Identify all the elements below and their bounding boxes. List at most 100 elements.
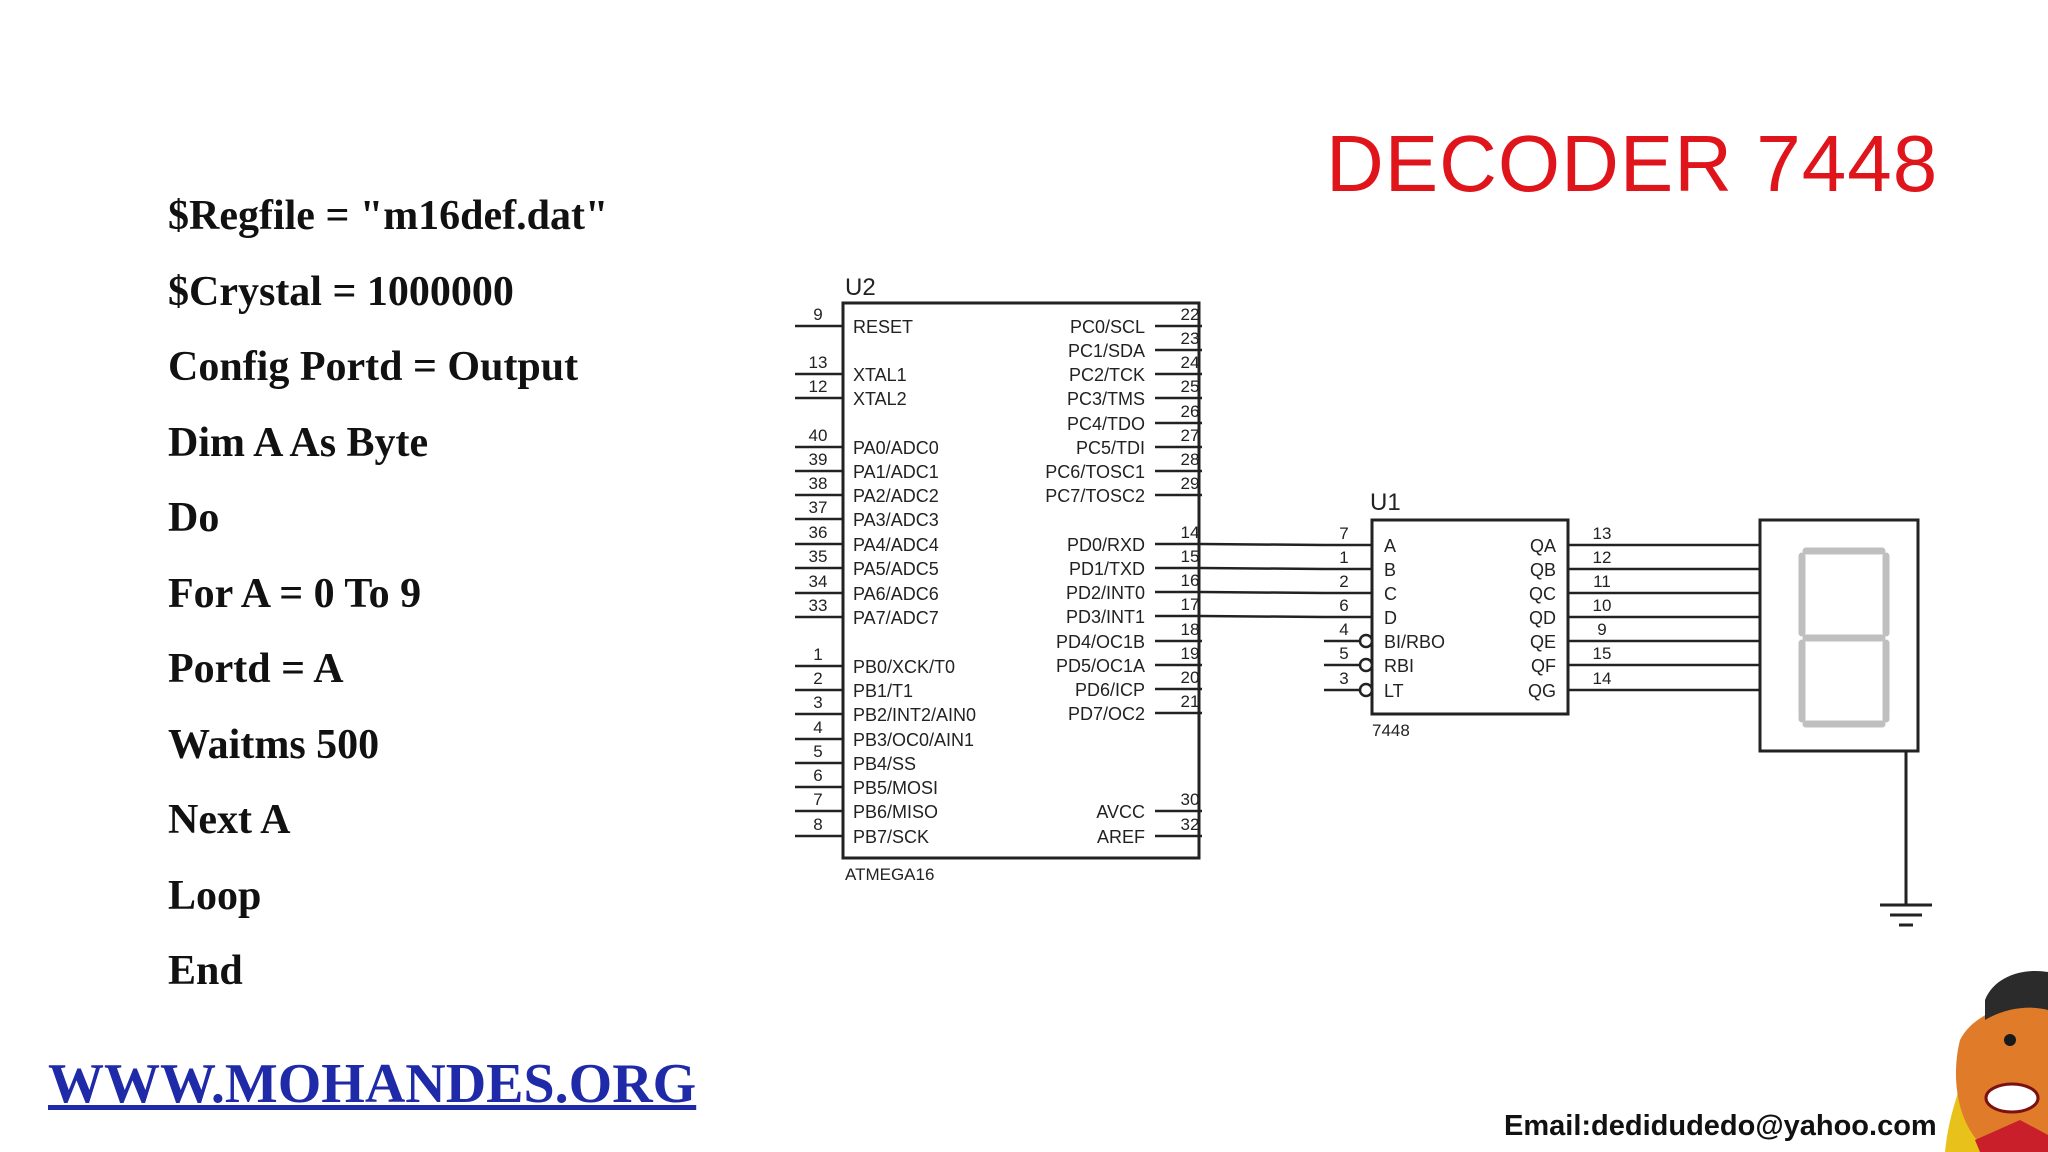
seven-segment-display [1758,518,1920,753]
decoder-pin-number: 2 [1339,572,1348,591]
decoder-part-label: 7448 [1372,721,1410,740]
code-line: Loop [168,872,262,919]
avatar-cartoon [1945,970,2048,1152]
avatar-face [1955,1000,2048,1152]
mcu-pin-label: PB1/T1 [853,681,913,701]
inversion-bubble [1358,682,1374,698]
mcu-pin-number: 39 [809,450,828,469]
decoder-pin-label: LT [1384,681,1404,701]
slide-title: DECODER 7448 [1326,119,1939,208]
code-line: Config Portd = Output [168,344,579,390]
mcu-pin-label: PA3/ADC3 [853,510,939,530]
mcu-pin-number: 32 [1181,815,1200,834]
mcu-pin-number: 16 [1181,571,1200,590]
decoder-pin-number: 6 [1339,596,1348,615]
mcu-pin-label: PD1/TXD [1069,559,1145,579]
mcu-pin-number: 30 [1181,790,1200,809]
mcu-pin-number: 19 [1181,644,1200,663]
decoder-pin-label: RBI [1384,656,1414,676]
code-line: $Crystal = 1000000 [168,268,514,315]
mcu-pin-label: PC2/TCK [1069,365,1145,385]
decoder-7448-chip: U174487A1B2C6D4BI/RBO5RBI3LTQA13QB12QC11… [1324,489,1611,740]
code-line: For A = 0 To 9 [168,570,422,617]
mcu-pin-label: PD7/OC2 [1068,704,1145,724]
decoder-pin-label: B [1384,560,1396,580]
mcu-pin-number: 21 [1181,692,1200,711]
decoder-pin-label: BI/RBO [1384,632,1445,652]
decoder-pin-number: 5 [1339,644,1348,663]
mcu-pin-number: 7 [813,790,822,809]
mcu-pin-number: 34 [809,572,828,591]
mcu-pin-label: AVCC [1096,802,1145,822]
avatar-mouth [1984,1082,2040,1114]
mcu-pin-label: PD4/OC1B [1056,632,1145,652]
decoder-pin-number: 7 [1339,524,1348,543]
mcu-pin-label: PC5/TDI [1076,438,1145,458]
wire [1201,614,1325,619]
mcu-pin-number: 12 [809,377,828,396]
mcu-pin-label: PB5/MOSI [853,778,938,798]
mcu-pin-number: 26 [1181,402,1200,421]
mcu-pin-label: PA4/ADC4 [853,535,939,555]
mcu-pin-number: 18 [1181,620,1200,639]
mcu-pin-label: PA1/ADC1 [853,462,939,482]
decoder-pin-label: QA [1530,536,1556,556]
website-link[interactable]: WWW.MOHANDES.ORG [48,1053,697,1115]
mcu-pin-number: 40 [809,426,828,445]
avatar-hair [1985,970,2048,1020]
mcu-pin-label: AREF [1097,827,1145,847]
code-line: $Regfile = "m16def.dat" [168,193,609,239]
mcu-pin-label: PC0/SCL [1070,317,1145,337]
mcu-pin-number: 28 [1181,450,1200,469]
mcu-pin-label: PC1/SDA [1068,341,1145,361]
code-line: Next A [168,797,291,843]
mcu-pin-number: 33 [809,596,828,615]
mcu-pin-label: PC4/TDO [1067,414,1145,434]
mcu-pin-label: PD6/ICP [1075,680,1145,700]
mcu-pin-number: 24 [1181,353,1200,372]
decoder-pin-label: QC [1529,584,1556,604]
mcu-pin-label: PC3/TMS [1067,389,1145,409]
decoder-pin-number: 10 [1593,596,1612,615]
mcu-pin-number: 37 [809,498,828,517]
mcu-pin-number: 20 [1181,668,1200,687]
mcu-pin-label: PD5/OC1A [1056,656,1145,676]
mcu-ref-label: U2 [845,274,876,301]
mcu-pin-number: 17 [1181,595,1200,614]
wire [1201,542,1325,547]
mcu-pin-label: XTAL1 [853,365,907,385]
atmega16-chip: U2ATMEGA169RESET13XTAL112XTAL240PA0/ADC0… [795,274,1202,884]
mcu-pin-label: PD2/INT0 [1066,583,1145,603]
decoder-pin-label: QD [1529,608,1556,628]
mcu-pin-label: PB7/SCK [853,827,929,847]
mcu-pin-label: PB3/OC0/AIN1 [853,730,974,750]
inversion-bubble [1358,633,1374,649]
mcu-pin-label: PA5/ADC5 [853,559,939,579]
decoder-pin-number: 9 [1597,620,1606,639]
mcu-pin-number: 35 [809,547,828,566]
mcu-pin-number: 38 [809,474,828,493]
mcu-pin-number: 27 [1181,426,1200,445]
mcu-pin-number: 15 [1181,547,1200,566]
code-line: Dim A As Byte [168,419,429,466]
decoder-pin-label: QF [1531,656,1556,676]
mcu-pin-label: PA7/ADC7 [853,608,939,628]
decoder-pin-number: 15 [1593,644,1612,663]
mcu-body [841,301,1201,860]
decoder-pin-label: QG [1528,681,1556,701]
mcu-pin-number: 29 [1181,474,1200,493]
code-line: End [168,948,243,994]
mcu-part-label: ATMEGA16 [845,865,934,884]
wire [1201,566,1325,571]
mcu-pin-label: PA0/ADC0 [853,438,939,458]
decoder-pin-number: 1 [1339,548,1348,567]
decoder-pin-number: 4 [1339,620,1348,639]
decoder-pin-number: 13 [1593,524,1612,543]
ground-symbol [1880,751,1932,927]
avatar-eye [2004,1034,2016,1046]
mcu-pin-label: PC7/TOSC2 [1045,486,1145,506]
mcu-pin-label: PB0/XCK/T0 [853,657,955,677]
decoder-pin-label: QB [1530,560,1556,580]
decoder-pin-label: D [1384,608,1397,628]
